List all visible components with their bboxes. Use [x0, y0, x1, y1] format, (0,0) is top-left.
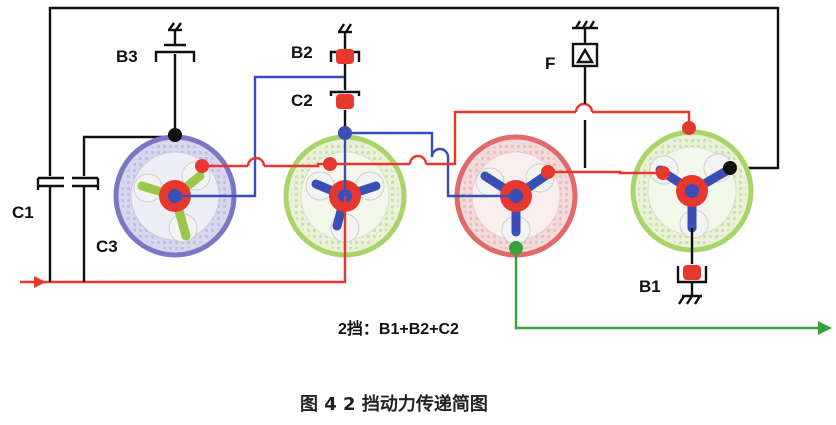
brake-b1 [676, 228, 708, 305]
red-power-path [20, 102, 691, 284]
b1-pad [683, 265, 701, 280]
node-g1-ring [195, 159, 209, 173]
b2-pad [336, 49, 354, 64]
node-g3-sun [541, 165, 555, 179]
c2-node [338, 126, 352, 140]
clutch-c1 [36, 176, 64, 282]
brake-b2 [329, 23, 361, 90]
input-arrow [34, 276, 46, 288]
c2-pad [336, 94, 354, 109]
node-g4-planet [656, 166, 670, 180]
gear-state-label: 2挡：B1+B2+C2 [338, 319, 459, 338]
planetary-gearset-4 [630, 129, 754, 253]
green-output-path [514, 248, 818, 330]
node-g2-ring [323, 157, 337, 171]
label-b2: B2 [291, 43, 313, 62]
figure-caption: 图 4 2 挡动力传递简图 [300, 393, 488, 415]
b3-node [168, 128, 182, 142]
label-b1: B1 [639, 277, 661, 296]
outer-frame [48, 6, 780, 176]
label-c2: C2 [291, 91, 313, 110]
label-b3: B3 [116, 47, 138, 66]
label-c3: C3 [96, 237, 118, 256]
clutch-c3 [72, 176, 100, 282]
label-c1: C1 [12, 203, 34, 222]
output-arrow [818, 321, 832, 335]
brake-b3 [154, 22, 196, 130]
freewheel-f [571, 20, 599, 168]
label-f: F [545, 54, 555, 73]
node-g4-ring [682, 121, 696, 135]
node-g4-black [723, 161, 737, 175]
blue-linkage [175, 75, 516, 198]
clutch-c2 [329, 90, 361, 128]
